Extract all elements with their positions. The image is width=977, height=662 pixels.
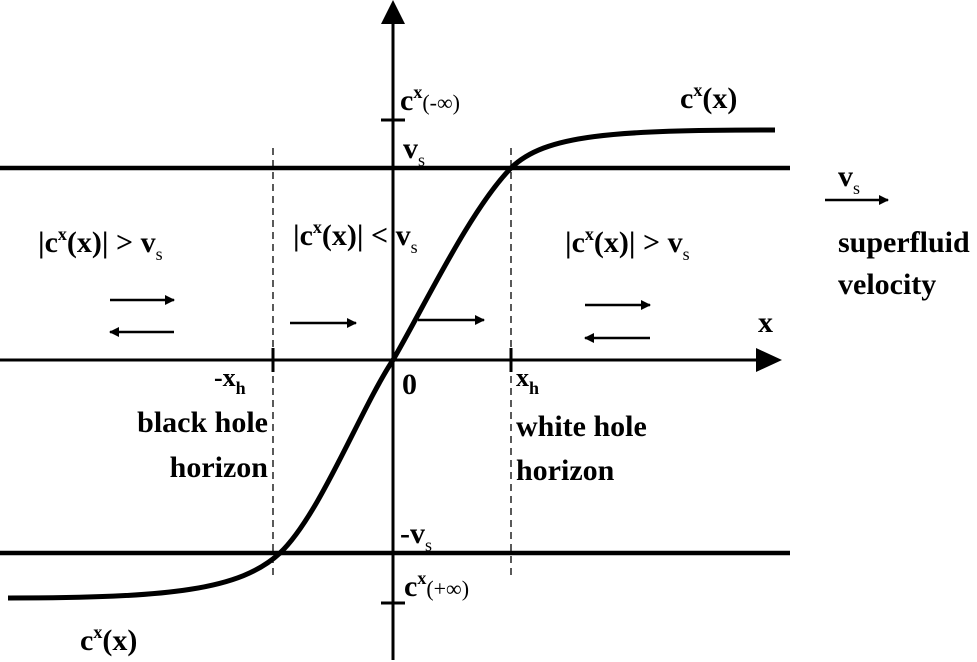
sound-velocity-curve bbox=[7, 127, 776, 601]
c-pos-inf-label: cx(+∞) bbox=[404, 568, 469, 603]
velocity-label: velocity bbox=[838, 268, 936, 301]
vs-arrow-label: vs bbox=[838, 160, 860, 198]
white-hole-label-line1: white hole bbox=[516, 410, 647, 443]
vs-upper-label: vs bbox=[403, 132, 425, 170]
vs-lower-label: -vs bbox=[400, 517, 432, 555]
x-axis-label: x bbox=[758, 306, 773, 339]
xh-label: xh bbox=[516, 363, 539, 398]
curve-label-upper: cx(x) bbox=[680, 80, 737, 115]
region-right-label: |cx(x)| > vs bbox=[565, 224, 690, 264]
neg-xh-label: -xh bbox=[214, 363, 246, 398]
y-axis-arrowhead bbox=[381, 0, 405, 24]
superfluid-label: superfluid bbox=[838, 226, 970, 259]
black-hole-label-line2: horizon bbox=[170, 451, 269, 484]
curve-label-lower: cx(x) bbox=[80, 622, 137, 657]
x-axis-arrowhead bbox=[756, 348, 782, 372]
white-hole-label-line2: horizon bbox=[516, 454, 615, 487]
region-left-label: |cx(x)| > vs bbox=[38, 224, 163, 264]
c-neg-inf-label: cx(-∞) bbox=[400, 82, 460, 117]
origin-label: 0 bbox=[402, 368, 417, 401]
black-hole-label-line1: black hole bbox=[137, 406, 268, 439]
region-middle-label: |cx(x)| < vs bbox=[293, 217, 418, 257]
